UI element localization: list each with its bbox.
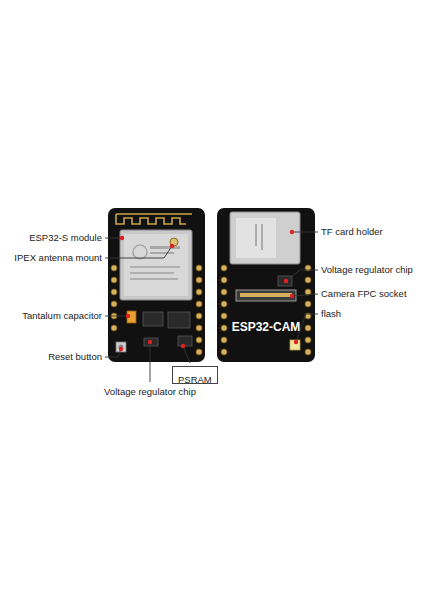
part-label: IPEX antenna mount <box>14 252 102 264</box>
part-label: flash <box>321 308 341 320</box>
chip-label: PSRAM <box>178 374 212 386</box>
part-label: ESP32-S module <box>29 232 102 244</box>
chip-label-box: PSRAM <box>172 366 218 384</box>
part-label: TF card holder <box>321 226 383 238</box>
part-label: Tantalum capacitor <box>22 310 102 322</box>
part-label: Reset button <box>48 351 102 363</box>
part-label: Voltage regulator chip <box>104 386 196 398</box>
part-label: Camera FPC socket <box>321 288 407 300</box>
part-label: Voltage regulator chip <box>321 264 413 276</box>
board-silkscreen: ESP32-CAM <box>232 320 301 334</box>
